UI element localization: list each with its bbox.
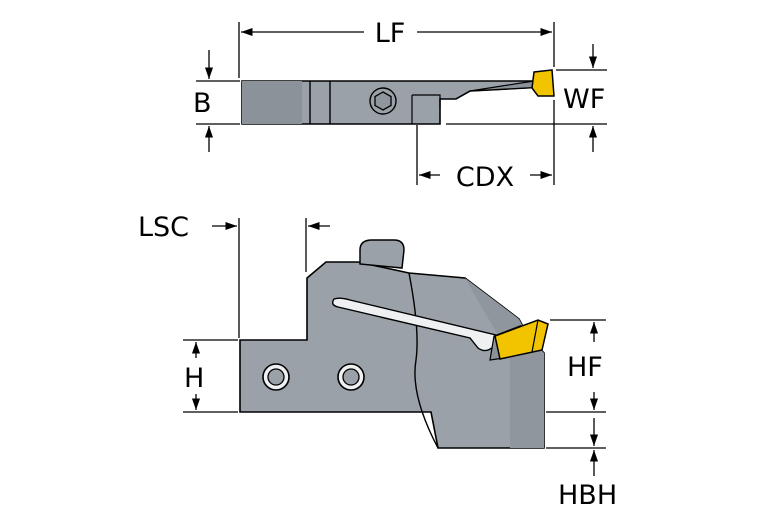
cdx-label: CDX: [456, 162, 514, 193]
h-label: H: [184, 363, 204, 394]
hf-label: HF: [567, 352, 603, 383]
hbh-label: HBH: [558, 480, 617, 511]
insert-edge: [531, 319, 539, 353]
hex-socket-icon: [374, 91, 392, 111]
top-blade-step: [412, 94, 441, 108]
blade-slot: [331, 297, 502, 352]
top-view: LF B WF CDX: [193, 18, 607, 193]
side-insert-icon: [494, 319, 549, 360]
mounting-hole-1-icon: [262, 363, 290, 391]
clamp-knob: [359, 239, 405, 269]
b-label: B: [193, 88, 212, 119]
side-view: LSC H HF HBH: [138, 212, 617, 511]
top-holder-shade: [242, 81, 302, 124]
body-seam-curve: [408, 272, 439, 449]
lsc-label: LSC: [138, 212, 189, 243]
mounting-hole-2-icon: [337, 363, 365, 391]
body-front-shade: [465, 278, 544, 448]
wf-label: WF: [563, 84, 605, 115]
top-insert-icon: [531, 69, 555, 97]
lf-label: LF: [375, 18, 406, 49]
